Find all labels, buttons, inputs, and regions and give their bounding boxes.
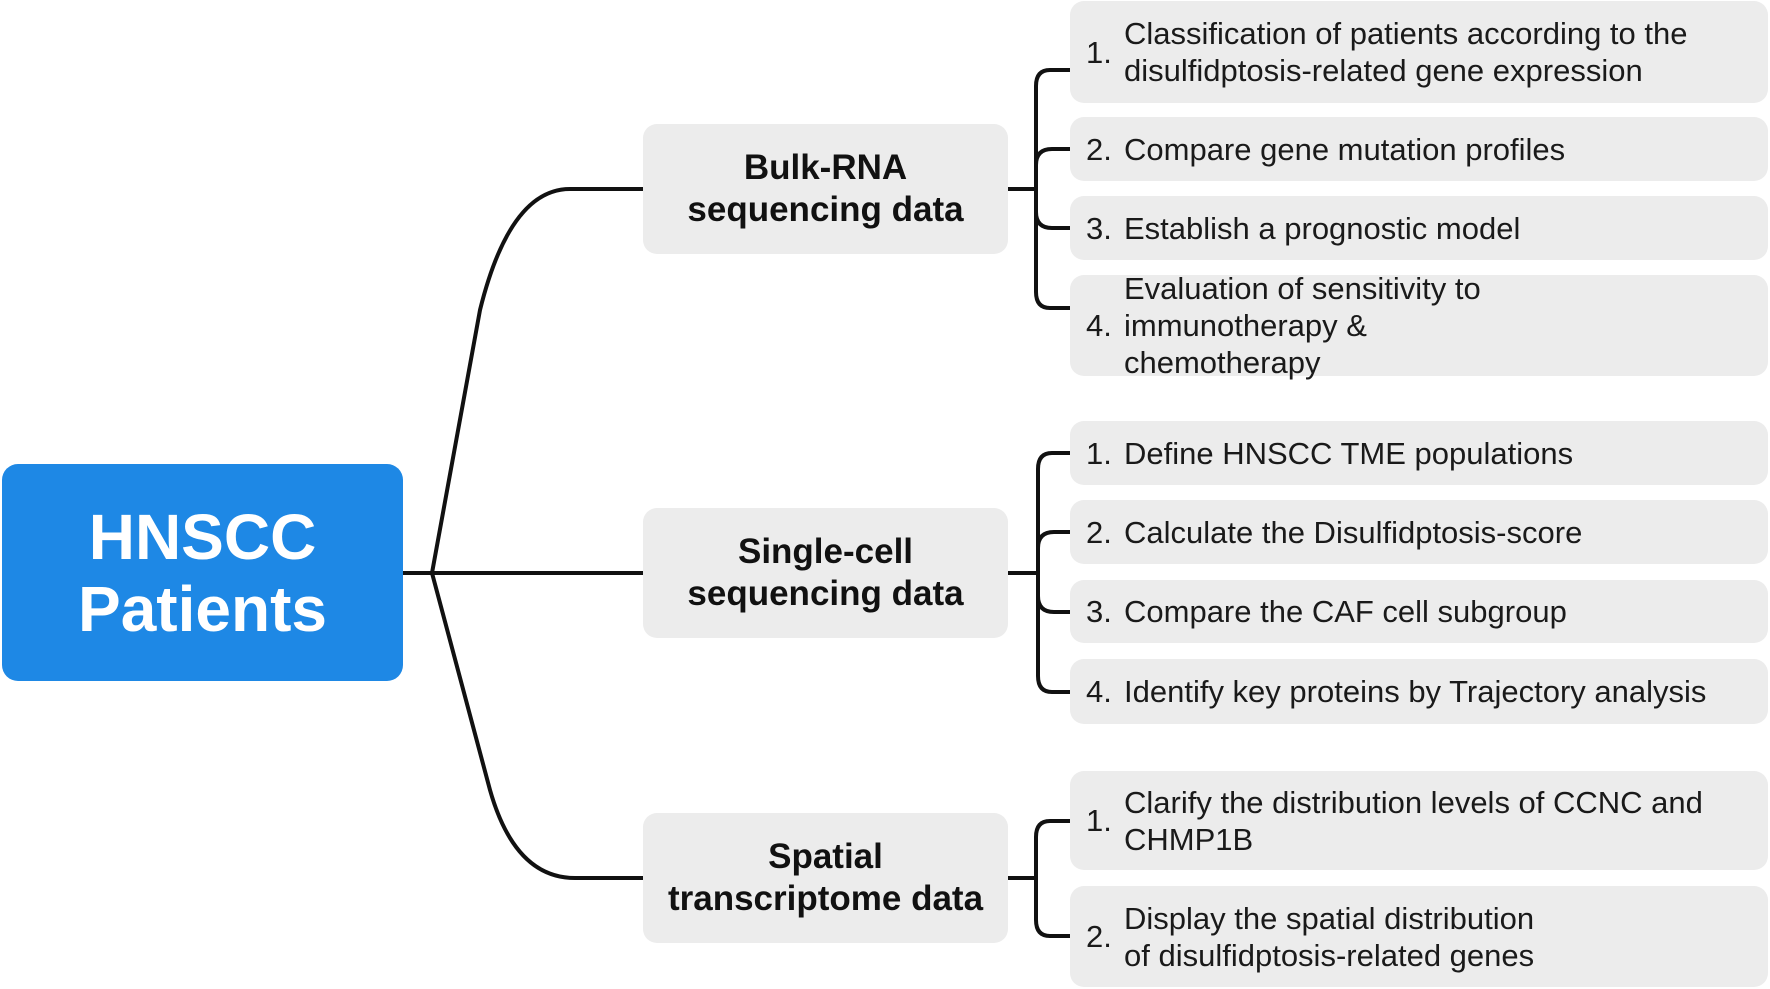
leaf-text: Clarify the distribution levels of CCNC … <box>1124 784 1703 857</box>
leaf-text: Display the spatial distribution of disu… <box>1124 900 1535 973</box>
link-single-3 <box>1036 594 1074 614</box>
leaf-number: 2. <box>1086 131 1112 167</box>
leaf-number: 4. <box>1086 674 1112 709</box>
root-node-hnscc-patients: HNSCC Patients <box>2 464 403 681</box>
leaf-node: 3. Establish a prognostic model <box>1070 196 1768 260</box>
branch-node-single-cell: Single-cell sequencing data <box>643 508 1008 638</box>
leaf-node: 2. Calculate the Disulfidptosis-score <box>1070 500 1768 564</box>
branch-label-line1: Bulk-RNA <box>743 148 908 187</box>
leaf-text: Compare the CAF cell subgroup <box>1124 594 1567 629</box>
leaf-text: Calculate the Disulfidptosis-score <box>1124 514 1583 550</box>
link-root-bulk <box>401 187 645 575</box>
leaf-node: 2. Display the spatial distribution of d… <box>1070 886 1768 987</box>
branch-label-line2: transcriptome data <box>667 879 984 918</box>
leaf-number: 1. <box>1086 435 1112 471</box>
root-label-line1: HNSCC <box>88 500 317 573</box>
leaf-number: 3. <box>1086 594 1112 629</box>
link-single-2 <box>1036 530 1074 550</box>
leaf-node: 1. Classification of patients according … <box>1070 1 1768 103</box>
leaf-text: Establish a prognostic model <box>1124 210 1521 246</box>
leaf-text: Classification of patients according to … <box>1124 16 1688 88</box>
leaf-number: 2. <box>1086 514 1112 550</box>
leaf-number: 1. <box>1086 803 1112 838</box>
branch-label-line1: Spatial <box>768 837 883 876</box>
leaf-node: 1. Clarify the distribution levels of CC… <box>1070 771 1768 870</box>
link-root-spatial <box>430 571 645 880</box>
branch-label-line2: sequencing data <box>687 190 964 229</box>
link-bulk-1 <box>1034 68 1072 310</box>
leaf-text: Identify key proteins by Trajectory anal… <box>1124 674 1707 709</box>
branch-label-line1: Single-cell <box>737 532 914 571</box>
leaf-number: 4. <box>1086 308 1112 343</box>
leaf-node: 4. Evaluation of sensitivity to immunoth… <box>1070 271 1768 380</box>
leaf-node: 3. Compare the CAF cell subgroup <box>1070 580 1768 643</box>
link-bulk-2 <box>1034 147 1072 167</box>
leaf-number: 1. <box>1086 34 1112 70</box>
branch-label-line2: sequencing data <box>687 574 964 613</box>
branch-node-spatial-transcriptome: Spatial transcriptome data <box>643 813 1008 943</box>
branch-node-bulk-rna: Bulk-RNA sequencing data <box>643 124 1008 254</box>
leaf-number: 3. <box>1086 210 1112 246</box>
leaf-node: 2. Compare gene mutation profiles <box>1070 117 1768 181</box>
leaf-text: Compare gene mutation profiles <box>1124 131 1566 167</box>
leaf-node: 1. Define HNSCC TME populations <box>1070 421 1768 485</box>
leaf-number: 2. <box>1086 919 1112 954</box>
leaf-text: Evaluation of sensitivity to immunothera… <box>1124 271 1481 380</box>
leaf-text: Define HNSCC TME populations <box>1124 435 1574 471</box>
link-bulk-3 <box>1034 210 1072 230</box>
leaf-node: 4. Identify key proteins by Trajectory a… <box>1070 659 1768 724</box>
root-label-line2: Patients <box>78 572 327 645</box>
link-single-1 <box>1036 451 1074 694</box>
link-spatial-1 <box>1034 819 1072 938</box>
